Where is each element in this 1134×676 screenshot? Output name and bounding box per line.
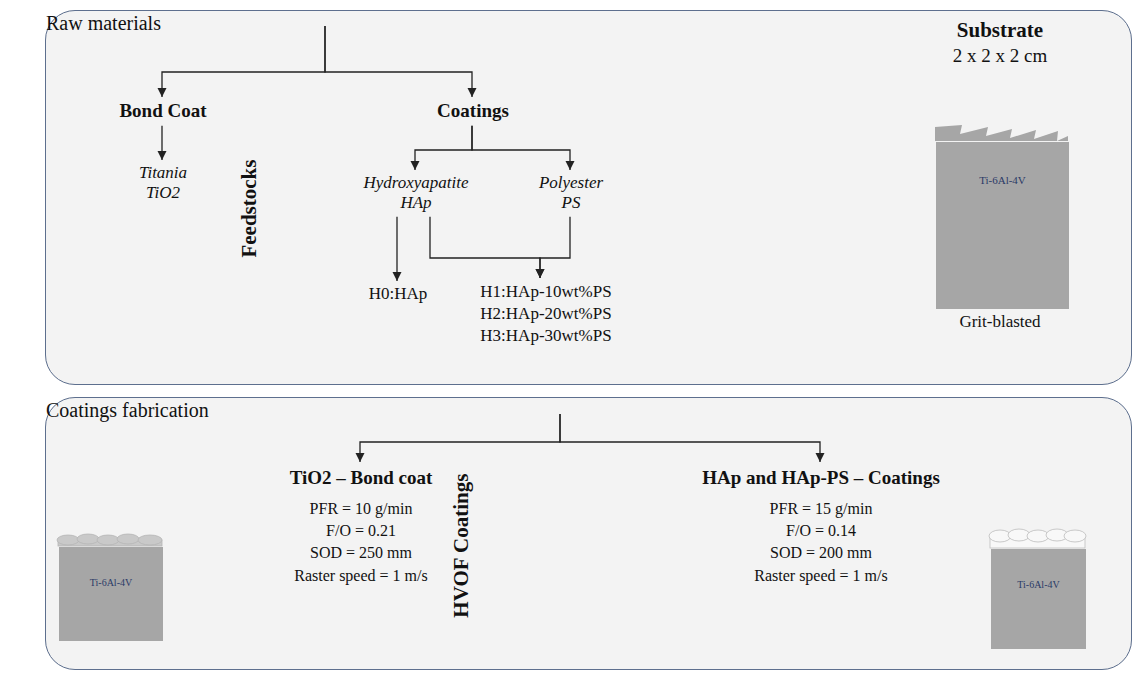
parameter-text: SOD = 250 mm [290,542,433,564]
parameter-text: F/O = 0.21 [290,520,433,542]
arrow-connector [415,126,472,170]
surface-label: Grit-blasted [959,312,1040,332]
arrow-connector [162,26,325,97]
category-node: Coatings [433,98,513,125]
node-text: Ti-6Al-4V [90,547,132,589]
material-node: Polyester PS [527,171,615,216]
node-text: Ti-6Al-4V [979,142,1026,187]
panel: HVOF CoatingsTiO2 – Bond coatPFR = 10 g/… [45,397,1132,670]
bond-coat-layer [57,534,162,546]
arrow-connector [360,414,560,462]
substrate-title: Substrate [957,18,1043,43]
box-heading: HAp and HAp-PS – Coatings [702,465,940,492]
heading-node: HVOF Coatings [485,409,493,413]
node-text: H0:HAp [369,284,428,304]
arrow-connector [560,414,820,462]
panel-fill [45,397,1132,670]
parameter-text: Raster speed = 1 m/s [290,565,433,587]
node-text: Ti-6Al-4V [1017,549,1059,591]
arrow-connector [325,26,472,97]
parameter-text: Raster speed = 1 m/s [702,565,940,587]
box-heading: TiO2 – Bond coat [290,465,433,492]
node-text: H2:HAp-20wt%PS [480,303,611,325]
sample-block: Ti-6Al-4V [59,547,163,641]
arrow-connector [472,126,570,170]
dimension-label: 2 x 2 x 2 cm [953,45,1047,67]
node-text: H3:HAp-30wt%PS [480,325,611,347]
node-text: Titania TiO2 [128,163,198,204]
panel-fill [45,10,1132,385]
category-node: Bond Coat [115,98,210,125]
node-text: Coatings [437,100,509,123]
arrow-connector [396,217,397,281]
material-node: Titania TiO2 [124,161,202,206]
parameter-text: PFR = 10 g/min [290,498,433,520]
node-text: H1:HAp-10wt%PS [480,281,611,303]
parameter-text: PFR = 15 g/min [702,498,940,520]
process-box: HAp and HAp-PS – CoatingsPFR = 15 g/minF… [698,463,944,589]
process-box: TiO2 – Bond coatPFR = 10 g/minF/O = 0.21… [286,463,437,589]
node-text: Feedstocks [237,160,262,258]
substrate-block: Ti-6Al-4V [936,142,1069,309]
material-node: Hydroxyapatite HAp [352,171,480,216]
panel-title: Coatings fabrication [46,398,1131,422]
node-text: Bond Coat [119,100,206,123]
node-text: Polyester PS [531,173,611,214]
coating-codes: H1:HAp-10wt%PSH2:HAp-20wt%PSH3:HAp-30wt%… [476,279,615,349]
arrow-connector [430,217,540,278]
parameter-text: SOD = 200 mm [702,542,940,564]
coating-code: H0:HAp [365,282,432,306]
heading-node: Feedstocks [273,21,281,25]
node-text: Hydroxyapatite HAp [356,173,476,214]
arrow-connector [540,217,570,278]
arrow-connector [161,126,162,160]
sample-block: Ti-6Al-4V [991,549,1086,649]
grit-blasted-surface [935,125,1068,141]
hap-coating-layer [989,529,1086,548]
node-text: HVOF Coatings [449,473,474,617]
parameter-text: F/O = 0.14 [702,520,940,542]
